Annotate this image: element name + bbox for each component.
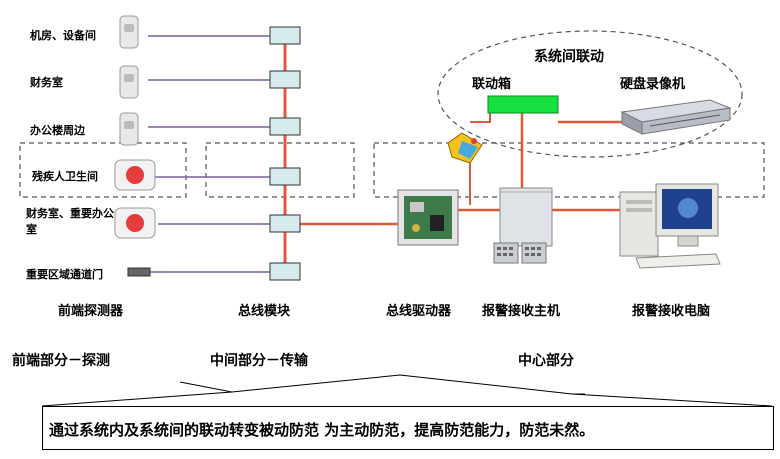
bus-driver-icon [397, 189, 459, 246]
summary-text: 通过系统内及系统间的联动转变被动防范 为主动防范，提高防范能力，防范未然。 [49, 421, 595, 439]
detector-label: 财务室、重要办公室 [26, 207, 114, 236]
bus-modules [269, 26, 301, 281]
column-label-front: 前端探测器 [58, 304, 124, 319]
column-label-host: 报警接收主机 [482, 304, 561, 319]
panic-button-icon [114, 207, 156, 239]
dvr-label: 硬盘录像机 [620, 77, 686, 92]
bus-module [269, 117, 301, 136]
bus-module [269, 214, 301, 233]
summary-box: 通过系统内及系统间的联动转变被动防范 为主动防范，提高防范能力，防范未然。 [42, 406, 774, 450]
linkage-title: 系统间联动 [534, 49, 604, 65]
pir-detector-icon [119, 15, 139, 49]
linkage-box-label: 联动箱 [472, 77, 512, 92]
dvr-icon [620, 99, 732, 135]
detector-label: 财务室 [30, 76, 63, 89]
column-label-pc: 报警接收电脑 [632, 304, 711, 319]
pir-detector-icon [119, 65, 139, 99]
dashed-group-module [205, 142, 355, 198]
bus-module [269, 26, 301, 45]
door-contact-icon [127, 267, 151, 277]
linkage-ellipse [437, 30, 743, 158]
detector-label: 残疾人卫生间 [32, 170, 98, 183]
computer-icon [619, 183, 721, 269]
detector-label: 重要区域通道门 [26, 268, 103, 281]
section-label-middle: 中间部分－传输 [210, 353, 308, 369]
alarm-host-icon [493, 187, 553, 264]
bracket-line [179, 374, 585, 395]
linkage-siren-link [470, 113, 491, 123]
bus-module [269, 262, 301, 281]
bus-module [269, 167, 301, 186]
bracket-line [571, 393, 773, 407]
detector-label: 机房、设备间 [30, 29, 96, 42]
bus-module [269, 70, 301, 89]
detector-label: 办公楼周边 [30, 124, 85, 137]
section-label-center: 中心部分 [518, 353, 574, 369]
dashed-group-center [373, 142, 765, 198]
column-label-bus-driver: 总线驱动器 [386, 304, 452, 319]
section-label-front: 前端部分－探测 [12, 353, 110, 369]
linkage-box-icon [487, 95, 559, 114]
pir-detector-icon [119, 112, 139, 146]
dashed-group-front [19, 142, 187, 198]
detector-links [148, 35, 270, 273]
column-label-bus-module: 总线模块 [238, 304, 291, 319]
bracket-line [41, 391, 233, 407]
panic-button-icon [114, 159, 156, 191]
siren-icon [447, 132, 483, 164]
